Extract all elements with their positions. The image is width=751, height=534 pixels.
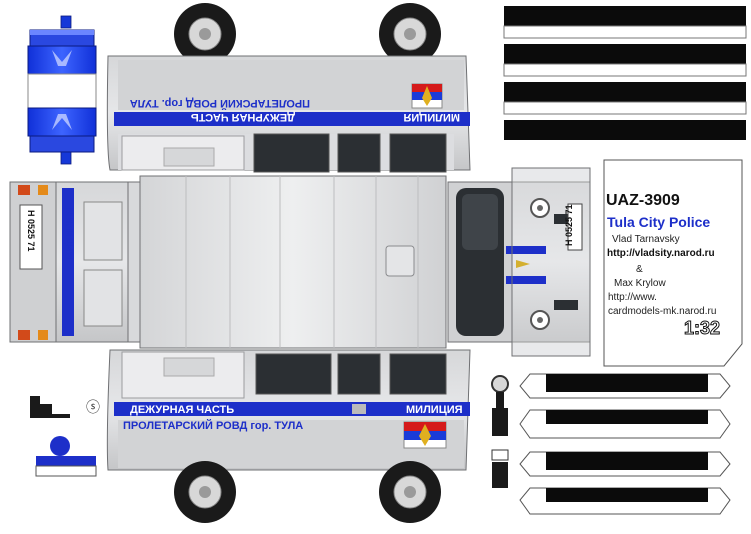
rear-police-label: МИЛИЦИЯ [63, 208, 74, 259]
top-unit-label: ДЕЖУРНАЯ ЧАСТЬ [191, 111, 295, 123]
model-title: UAZ-3909 [606, 192, 680, 209]
top-district-label: ПРОЛЕТАРСКИЙ РОВД гор. ТУЛА [130, 97, 310, 110]
info-card: UAZ-3909 Tula City Police Vlad Tarnavsky… [598, 156, 742, 368]
mirror-parts [491, 375, 509, 488]
bumper-strips [503, 6, 747, 140]
scale-label: 1:32 [683, 318, 721, 339]
bottom-police-label: МИЛИЦИЯ [406, 404, 463, 416]
front-plate: Н 0525 71 [564, 204, 574, 246]
top-police-label: МИЛИЦИЯ [403, 111, 460, 123]
bottom-district-label: ПРОЛЕТАРСКИЙ РОВД гор. ТУЛА [123, 419, 303, 432]
roof-beacon-part [27, 15, 97, 165]
bottom-front-wheel [174, 461, 236, 523]
subtitle: Tula City Police [607, 214, 711, 230]
url-2-line-1: http://www. [608, 292, 657, 303]
rear-panel [9, 181, 141, 343]
top-rear-wheel [379, 3, 441, 65]
url-1: http://vladsity.narod.ru [607, 248, 715, 259]
bumper-parts-bottom [519, 373, 731, 515]
roof-panel [139, 175, 447, 349]
side-panel-bottom [106, 349, 471, 471]
rear-plate: Н 0525 71 [26, 210, 36, 252]
author-1: Vlad Tarnavsky [612, 234, 680, 245]
author-2: Max Krylow [614, 278, 666, 289]
side-panel-top [106, 55, 471, 173]
small-parts-left: ⓢ [30, 396, 100, 477]
front-panel [447, 167, 591, 357]
info-card-shape [603, 159, 743, 367]
svg-text:ⓢ: ⓢ [86, 399, 100, 415]
ampersand: & [636, 264, 643, 275]
url-2-line-2: cardmodels-mk.narod.ru [608, 306, 717, 317]
bottom-rear-wheel [379, 461, 441, 523]
bottom-unit-label: ДЕЖУРНАЯ ЧАСТЬ [130, 404, 234, 416]
top-front-wheel [172, 3, 238, 65]
